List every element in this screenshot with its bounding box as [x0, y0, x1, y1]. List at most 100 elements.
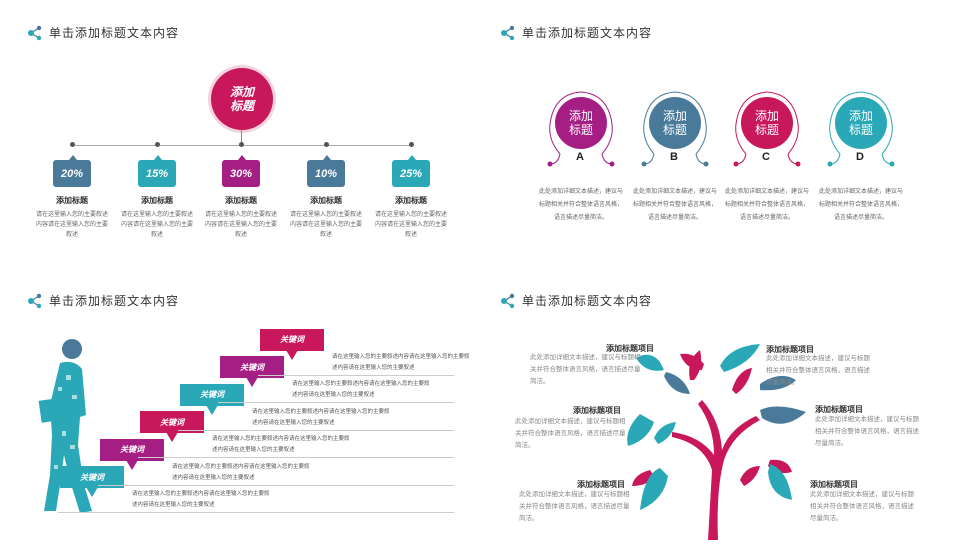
bulb-outline-icon: [827, 91, 895, 167]
percent-badge[interactable]: 15%: [138, 155, 176, 187]
tree-item-text: 此处添加详细文本描述，建议与标题相关并符合整体语言风格，语言描述尽量简洁。: [519, 491, 630, 522]
keyword-label: 关键词: [200, 390, 224, 399]
column-text: 请在这里输入您的主要叙述内容请在这里输入您的主要叙述: [290, 212, 363, 238]
column-text: 请在这里输入您的主要叙述内容请在这里输入您的主要叙述: [375, 212, 448, 238]
tree-illustration-icon: [627, 344, 806, 540]
q1-dot: [409, 142, 414, 147]
bulb-description: 此处添加详细文本描述，建议与标题相关并符合整体语言风格，语言描述尽量简洁。: [632, 189, 717, 221]
step-text: 请在这里输入您的主要叙述内容请在这里输入您的主要叙述内容请在这里输入您的主要叙述: [292, 381, 430, 398]
tree-item-heading: 添加标题项目: [573, 406, 621, 415]
keyword-tag-pointer: [86, 487, 98, 497]
percent-value: 10%: [314, 167, 338, 180]
step-text: 请在这里输入您的主要叙述内容请在这里输入您的主要叙述内容请在这里输入您的主要叙述: [252, 408, 390, 426]
bulb-outline-icon: [733, 91, 801, 167]
keyword-label: 关键词: [160, 417, 184, 427]
column-text: 请在这里输入您的主要叙述内容请在这里输入您的主要叙述: [205, 212, 278, 238]
step-text: 请在这里输入您的主要叙述内容请在这里输入您的主要叙述内容请在这里输入您的主要叙述: [212, 436, 350, 453]
q1-column: 30% 添加标题请在这里输入您的主要叙述内容请在这里输入您的主要叙述: [191, 155, 291, 240]
bulb-circle[interactable]: 添加标题: [741, 97, 793, 149]
column-text: 请在这里输入您的主要叙述内容请在这里输入您的主要叙述: [36, 212, 109, 238]
q1-main-circle[interactable]: 添加标题: [211, 68, 273, 130]
tree-item-text: 此处添加详细文本描述，建议与标题相关并符合整体语言风格，语言描述尽量简洁。: [810, 491, 914, 522]
section-title: 单击添加标题文本内容: [522, 294, 653, 308]
q1-dot: [324, 142, 329, 147]
bulb-circle[interactable]: 添加标题: [649, 97, 701, 149]
molecule-logo-icon: [500, 293, 516, 309]
bulb-letter: D: [856, 151, 864, 163]
percent-value: 30%: [229, 167, 253, 180]
step-line: [218, 402, 454, 403]
q1-main-label: 添加标题: [229, 85, 254, 113]
keyword-label: 关键词: [80, 472, 104, 482]
keyword-tag-pointer: [126, 459, 138, 470]
bulb-circle[interactable]: 添加标题: [835, 97, 887, 149]
percent-badge[interactable]: 25%: [392, 155, 430, 187]
tree-item-heading: 添加标题项目: [815, 405, 863, 414]
section-header-2: 单击添加标题文本内容: [500, 24, 652, 41]
bulb-description: 此处添加详细文本描述，建议与标题相关并符合整体语言风格，语言描述尽量简洁。: [538, 189, 623, 221]
keyword-label: 关键词: [240, 362, 264, 372]
tree-item-text: 此处添加详细文本描述，建议与标题相关并符合整体语言风格，语言描述尽量简洁。: [530, 354, 641, 385]
q1-column: 20% 添加标题请在这里输入您的主要叙述内容请在这里输入您的主要叙述: [22, 155, 122, 240]
keyword-tag[interactable]: 关键词: [60, 466, 124, 488]
keyword-tag[interactable]: 关键词: [180, 383, 244, 406]
keyword-tag-pointer: [246, 377, 258, 387]
bulb-outline-icon: [547, 91, 615, 167]
bulb-circle[interactable]: 添加标题: [555, 97, 607, 149]
tree-item-heading: 添加标题项目: [606, 344, 654, 353]
column-heading: 添加标题: [56, 196, 88, 205]
q1-column: 15%添加标题请在这里输入您的主要叙述内容请在这里输入您的主要叙述: [107, 155, 207, 240]
bulb-label: 添加标题: [662, 109, 687, 137]
column-text: 请在这里输入您的主要叙述内容请在这里输入您的主要叙述: [121, 212, 194, 238]
column-heading: 添加标题: [310, 196, 342, 205]
keyword-tag[interactable]: 关键词: [140, 411, 204, 433]
molecule-logo-icon: [500, 25, 516, 41]
keyword-label: 关键词: [120, 445, 144, 454]
step-line: [98, 484, 454, 486]
keyword-tag[interactable]: 关键词: [260, 328, 324, 351]
section-title: 单击添加标题文本内容: [522, 26, 653, 40]
q1-stem: [241, 130, 242, 145]
tree-item-heading: 添加标题项目: [766, 345, 814, 354]
bulb-description: 此处添加详细文本描述，建议与标题相关并符合整体语言风格，语言描述尽量简洁。: [818, 189, 903, 221]
molecule-logo-icon: [27, 25, 43, 41]
percent-badge[interactable]: 10%: [307, 155, 345, 187]
bulb-label: 添加标题: [568, 109, 593, 137]
bulb-letter: C: [762, 151, 770, 163]
section-title: 单击添加标题文本内容: [49, 26, 180, 40]
percent-badge[interactable]: 30%: [222, 155, 260, 187]
tree-item-text: 此处添加详细文本描述，建议与标题相关并符合整体语言风格，语言描述尽量简洁。: [515, 418, 626, 449]
section-title: 单击添加标题文本内容: [49, 294, 180, 308]
tree-item-text: 此处添加详细文本描述，建议与标题相关并符合整体语言风格，语言描述尽量简洁。: [815, 416, 919, 447]
bulb-outline-icon: [641, 91, 709, 167]
molecule-logo-icon: [27, 293, 43, 309]
column-heading: 添加标题: [225, 196, 257, 205]
percent-value: 20%: [60, 167, 84, 180]
bulb-letter: B: [670, 151, 678, 163]
tree-item-heading: 添加标题项目: [810, 480, 858, 489]
q1-column: 25% 添加标题请在这里输入您的主要叙述内容请在这里输入您的主要叙述: [361, 155, 461, 240]
keyword-tag-pointer: [206, 404, 218, 415]
step-line: [258, 374, 454, 376]
percent-badge[interactable]: 20%: [53, 155, 91, 187]
keyword-tag[interactable]: 关键词: [220, 356, 284, 378]
keyword-tag-pointer: [286, 349, 298, 360]
step-text: 请在这里输入您的主要叙述内容请在这里输入您的主要叙述内容请在这里输入您的主要叙述: [172, 463, 310, 481]
bulb-description: 此处添加详细文本描述，建议与标题相关并符合整体语言风格，语言描述尽量简洁。: [724, 189, 809, 221]
section-header-1: 单击添加标题文本内容: [27, 24, 179, 41]
keyword-tag[interactable]: 关键词: [100, 438, 164, 461]
keyword-label: 关键词: [280, 335, 304, 344]
bulb-letter: A: [576, 151, 584, 163]
q1-column: 10% 添加标题请在这里输入您的主要叙述内容请在这里输入您的主要叙述: [276, 155, 376, 240]
step-line: [178, 429, 454, 431]
step-text: 请在这里输入您的主要叙述内容请在这里输入您的主要叙述内容请在这里输入您的主要叙述: [132, 491, 270, 508]
bulb-label: 添加标题: [754, 109, 779, 137]
q1-dot: [155, 142, 160, 147]
percent-value: 25%: [399, 167, 423, 180]
step-line: [58, 512, 454, 513]
tree-item-heading: 添加标题项目: [577, 480, 625, 489]
step-text: 请在这里输入您的主要叙述内容请在这里输入您的主要叙述内容请在这里输入您的主要叙述: [332, 353, 470, 371]
percent-value: 15%: [145, 167, 169, 180]
section-header-3: 单击添加标题文本内容: [27, 292, 179, 309]
column-heading: 添加标题: [395, 196, 427, 205]
